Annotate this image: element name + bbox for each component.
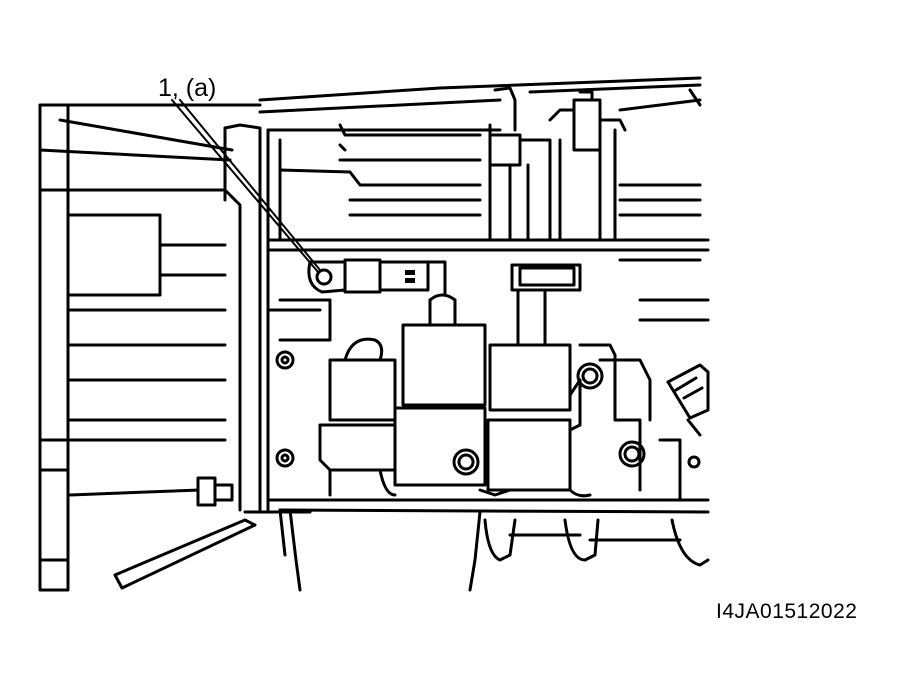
sensor-assembly [307, 258, 447, 297]
bolts [452, 362, 646, 476]
callout-label: 1, (a) [158, 74, 217, 102]
valve-body [266, 258, 710, 502]
left-housing [38, 103, 262, 592]
side-bolt [196, 476, 234, 507]
figure-code: I4JA01512022 [716, 600, 858, 623]
upper-case [258, 76, 710, 512]
oil-pan [266, 468, 710, 592]
lower-bracket [113, 508, 312, 592]
upper-connectors [488, 83, 702, 242]
callout-leader [171, 99, 321, 273]
